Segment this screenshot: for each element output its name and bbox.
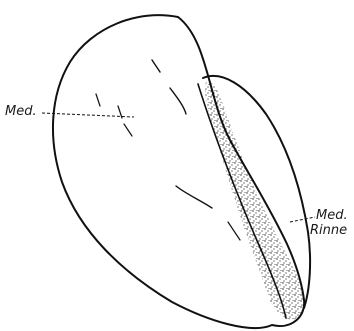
label-med-left: Med. — [5, 104, 37, 119]
interior-stroke — [96, 94, 100, 106]
interior-stroke — [170, 88, 186, 114]
interior-stroke — [176, 186, 212, 208]
label-med-right: Med. — [316, 208, 348, 223]
interior-stroke — [124, 124, 132, 136]
leader-line-med-right — [290, 217, 315, 222]
interior-stroke — [228, 222, 240, 240]
interior-stroke — [152, 60, 160, 72]
label-rinne: Rinne — [310, 223, 347, 238]
